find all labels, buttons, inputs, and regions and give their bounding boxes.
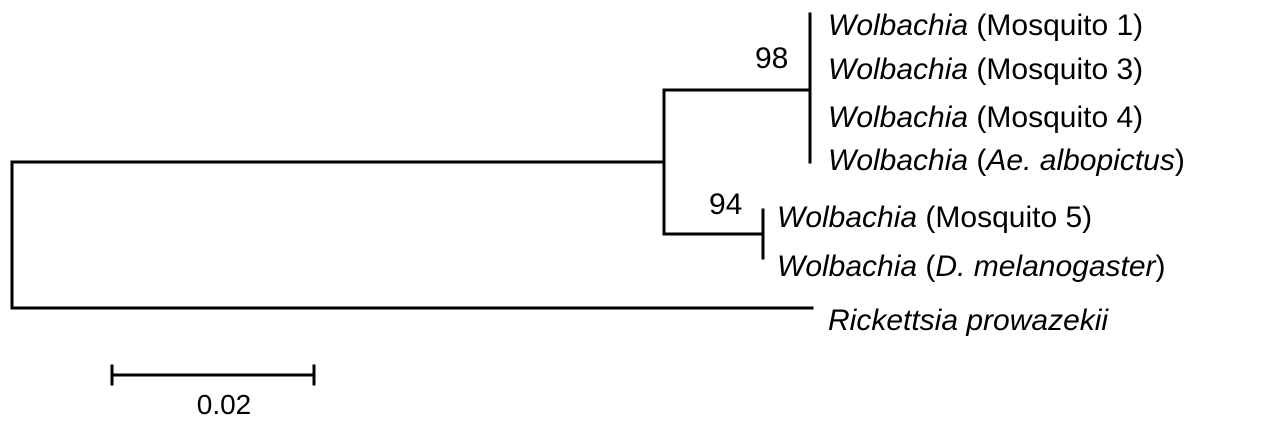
leaf-genus: Wolbachia (828, 9, 968, 42)
scale-bar-label: 0.02 (197, 389, 252, 420)
leaf-genus: Wolbachia (828, 144, 968, 177)
leaf-host: D. melanogaster (935, 250, 1156, 283)
leaf-host: Mosquito 5 (935, 201, 1082, 234)
leaf-genus: Wolbachia (828, 101, 968, 134)
leaf-label: Wolbachia (Mosquito 3) (828, 53, 1143, 86)
leaf-genus: Wolbachia (828, 53, 968, 86)
leaf-label: Wolbachia (D. melanogaster) (777, 250, 1166, 283)
leaf-host: Mosquito 4 (986, 101, 1133, 134)
leaf-label: Rickettsia prowazekii (828, 304, 1109, 337)
leaf-host: Ae. albopictus (984, 144, 1174, 177)
leaf-host: Mosquito 3 (986, 53, 1133, 86)
leaf-label: Wolbachia (Mosquito 1) (828, 9, 1143, 42)
bootstrap-value-94: 94 (709, 188, 742, 221)
leaf-host: Mosquito 1 (986, 9, 1133, 42)
scale-bar: 0.02 (110, 364, 316, 420)
leaf-genus: Rickettsia prowazekii (828, 304, 1109, 337)
leaf-label: Wolbachia (Mosquito 5) (777, 201, 1092, 234)
leaf-genus: Wolbachia (777, 250, 917, 283)
leaf-genus: Wolbachia (777, 201, 917, 234)
bootstrap-value-98: 98 (755, 42, 788, 75)
leaf-label: Wolbachia (Mosquito 4) (828, 101, 1143, 134)
leaf-label: Wolbachia (Ae. albopictus) (828, 144, 1185, 177)
